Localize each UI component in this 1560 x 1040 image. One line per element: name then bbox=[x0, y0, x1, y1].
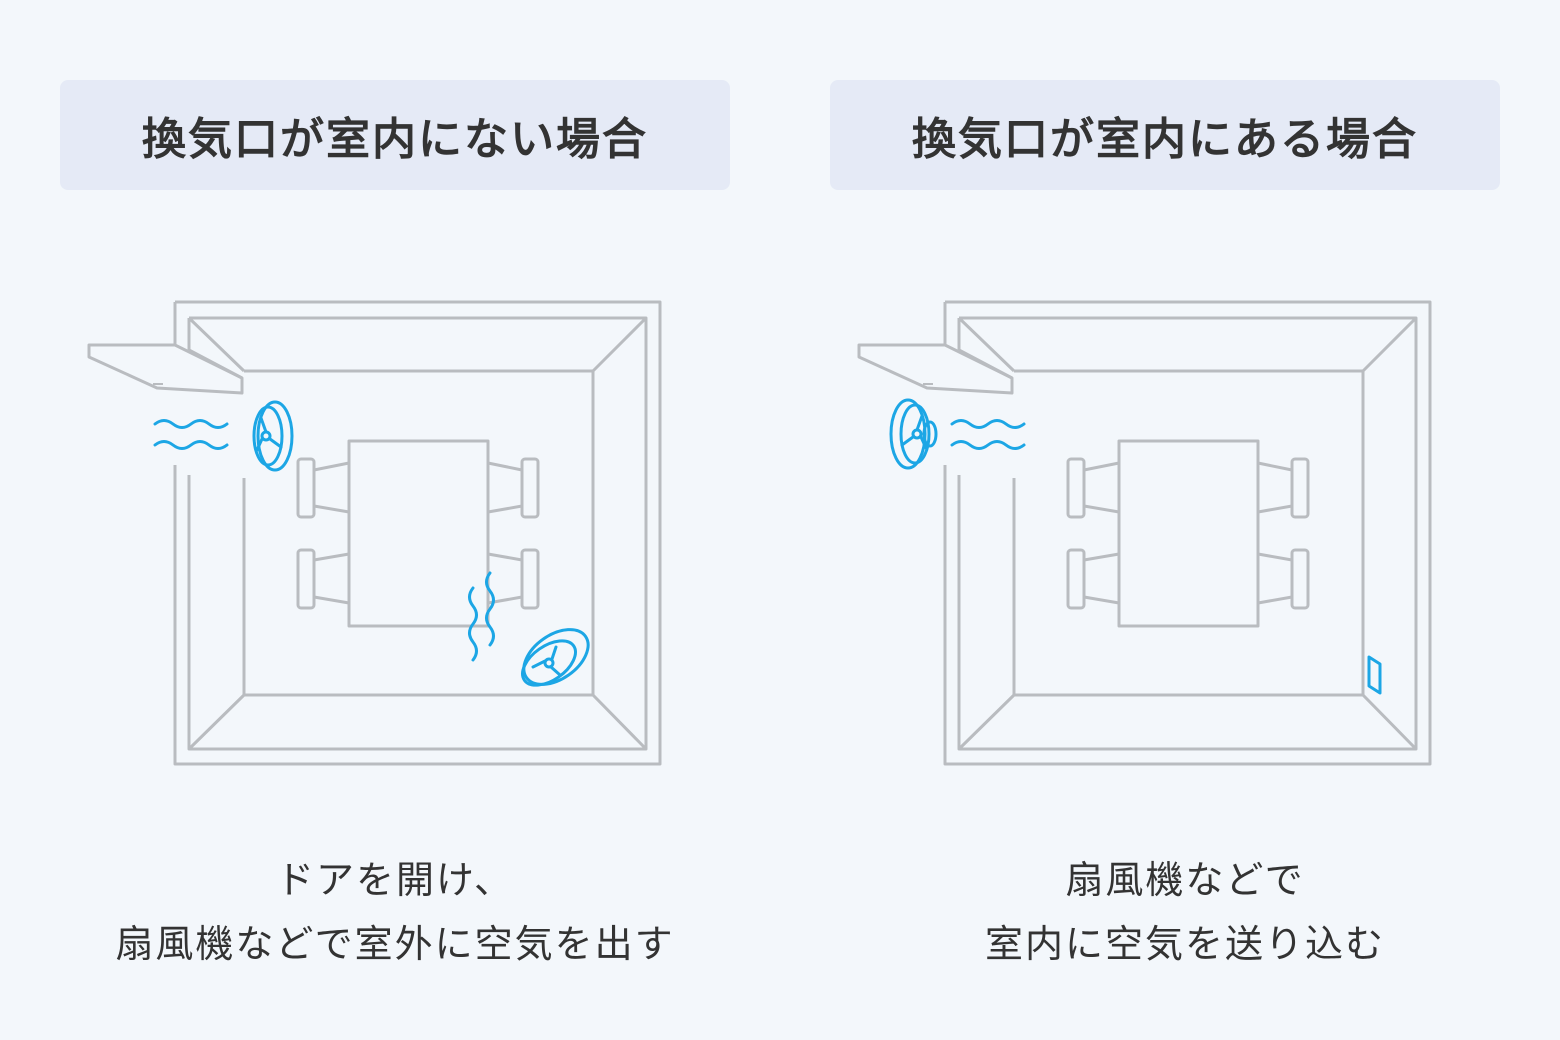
dining-table bbox=[347, 439, 490, 628]
right-room-diagram bbox=[857, 300, 1432, 766]
caption-line: 扇風機などで室外に空気を出す bbox=[115, 922, 675, 966]
airflow-icon bbox=[468, 571, 495, 662]
airflow-icon bbox=[950, 419, 1026, 450]
caption-line: 扇風機などで bbox=[1065, 858, 1305, 902]
caption-line: 室内に空気を送り込む bbox=[984, 922, 1385, 966]
chair bbox=[1257, 548, 1310, 610]
chair bbox=[296, 548, 350, 610]
left-panel-title: 換気口が室内にない場合 bbox=[60, 80, 730, 190]
fan-icon bbox=[252, 400, 294, 472]
chair bbox=[296, 457, 350, 519]
vent-icon bbox=[1367, 655, 1382, 695]
room-walls bbox=[173, 300, 662, 766]
fan-icon bbox=[889, 398, 938, 470]
chair bbox=[487, 457, 540, 519]
fan-icon bbox=[521, 628, 590, 687]
open-door bbox=[857, 302, 1016, 395]
left-panel-caption: ドアを開け、 扇風機などで室外に空気を出す bbox=[45, 848, 745, 976]
left-room-diagram bbox=[87, 300, 662, 766]
dining-table bbox=[1117, 439, 1260, 628]
right-panel-title: 換気口が室内にある場合 bbox=[830, 80, 1500, 190]
chair bbox=[1066, 548, 1120, 610]
caption-line: ドアを開け、 bbox=[275, 858, 515, 902]
open-door bbox=[87, 302, 246, 395]
right-panel-caption: 扇風機などで 室内に空気を送り込む bbox=[835, 848, 1535, 976]
chair bbox=[1066, 457, 1120, 519]
room-walls bbox=[943, 300, 1432, 766]
chair bbox=[1257, 457, 1310, 519]
airflow-icon bbox=[153, 419, 229, 450]
